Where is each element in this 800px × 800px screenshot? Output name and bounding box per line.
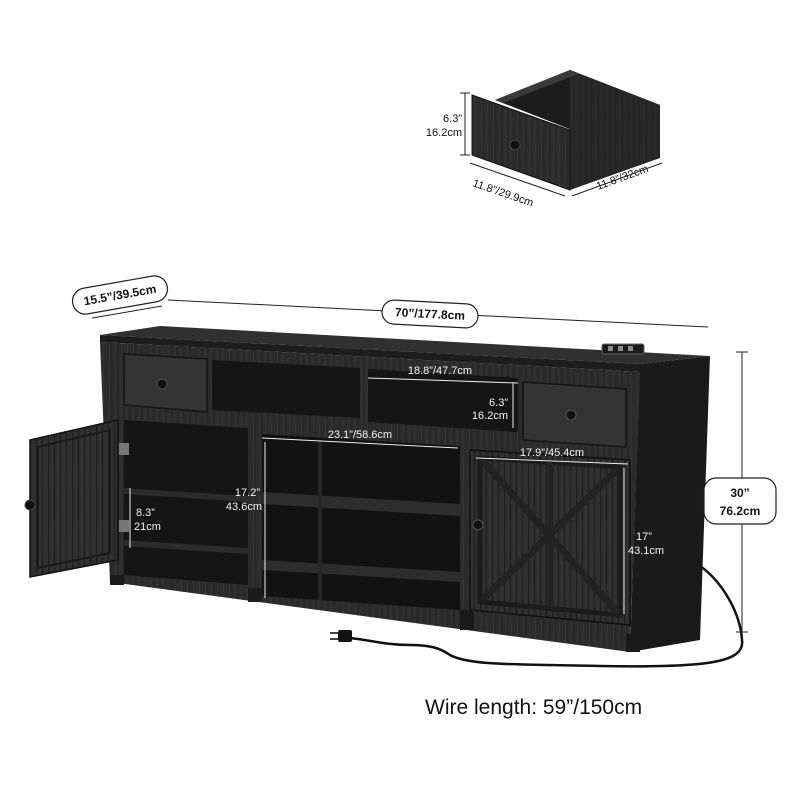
power-cord [349, 564, 744, 668]
height-cm-label: 76.2cm [720, 504, 761, 518]
height-pill [703, 477, 777, 525]
center-open-section [262, 434, 460, 610]
wire-length-label: Wire length: 59”/150cm [425, 696, 642, 719]
center-width-label: 23.1”/58.6cm [328, 429, 392, 441]
plug-icon [338, 630, 352, 642]
depth-pill [71, 275, 169, 315]
left-shelf-height-cm: 21cm [134, 521, 161, 533]
left-door-knob [24, 499, 36, 511]
open-shelf-width-label: 18.8”/47.7cm [408, 365, 472, 377]
open-shelf-height-cm: 16.2cm [472, 410, 508, 422]
tv-stand-illustration [24, 326, 744, 668]
open-shelf-height-in: 6.3” [489, 397, 508, 409]
right-door-knob [472, 519, 484, 531]
drawer-height-in: 6.3” [443, 113, 462, 125]
drawer-illustration [471, 70, 660, 191]
drawer-height-cm: 16.2cm [426, 127, 462, 139]
center-height-cm: 43.6cm [226, 501, 262, 513]
right-cabinet-width-label: 17.9”/45.4cm [520, 447, 584, 459]
left-shelf-height-in: 8.3” [136, 507, 155, 519]
drawer-side [570, 70, 660, 190]
right-cabinet-height-in: 17” [636, 531, 652, 543]
height-in-label: 30” [730, 486, 749, 500]
center-height-in: 17.2” [235, 487, 260, 499]
drawer-knob [509, 139, 521, 151]
upper-open-shelf-left [212, 360, 360, 418]
width-label: 70”/177.8cm [395, 305, 466, 323]
hinge-icon [119, 443, 129, 455]
stand-side [630, 356, 710, 652]
right-cabinet-height-cm: 43.1cm [628, 545, 664, 557]
left-door [29, 419, 119, 578]
left-drawer-knob [156, 378, 168, 390]
right-drawer-knob [565, 409, 577, 421]
drawer-front [472, 95, 570, 190]
center-shelf [262, 492, 460, 516]
stand-top [100, 326, 710, 364]
upper-open-shelf-right [368, 369, 518, 432]
width-pill [381, 299, 479, 329]
